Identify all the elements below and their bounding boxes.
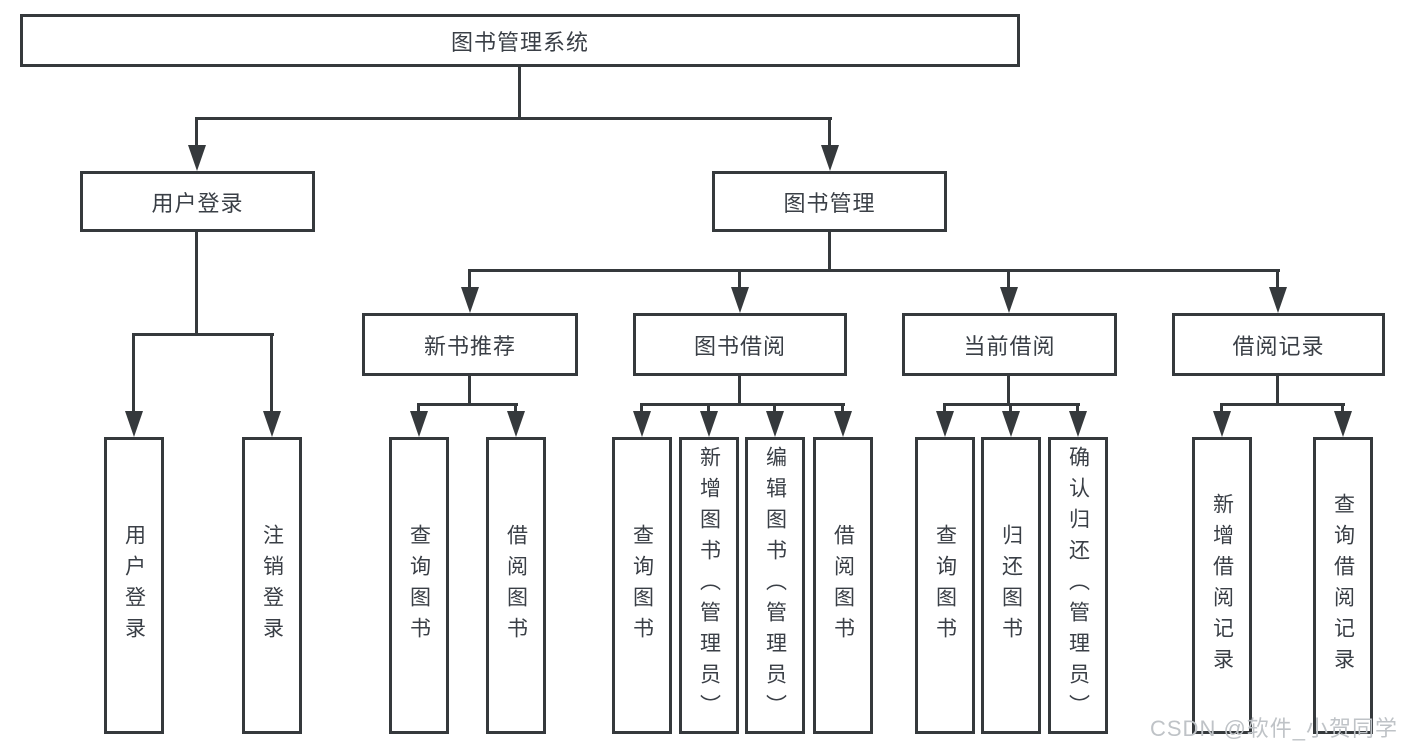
leaf-user-login: 用户登录: [104, 437, 164, 734]
leaf-cb-return-books: 归还图书: [981, 437, 1041, 734]
arrow-br-add: [1213, 411, 1231, 437]
connector-bookborrow-stem: [738, 376, 741, 406]
leaf-bb-query-books: 查询图书: [612, 437, 672, 734]
connector-userlogin-stem: [195, 232, 198, 336]
node-user-login-label: 用户登录: [151, 190, 244, 216]
connector-drop-cb-return: [1009, 403, 1012, 415]
arrow-br-query: [1334, 411, 1352, 437]
connector-drop-nbr-query: [417, 403, 420, 415]
leaf-cb-query-books: 查询图书: [915, 437, 975, 734]
leaf-nbr-query-books: 查询图书: [389, 437, 449, 734]
arrow-cb-confirm: [1069, 411, 1087, 437]
connector-drop-leaf-logout: [270, 333, 273, 412]
node-book-borrow: 图书借阅: [633, 313, 847, 376]
leaf-bb-edit-books-admin: 编辑图书（管理员）: [745, 437, 805, 734]
leaf-br-add-record-label: 新增借阅记录: [1210, 492, 1234, 679]
arrow-leaf-user-login: [125, 411, 143, 437]
connector-bookmgmt-stem: [828, 232, 831, 272]
arrow-nbr-query: [410, 411, 428, 437]
connector-drop-bb-query: [640, 403, 643, 415]
connector-drop-borrow-records: [1276, 269, 1279, 289]
connector-root-stem: [518, 67, 521, 120]
arrow-bb-query: [633, 411, 651, 437]
connector-drop-current-borrow: [1007, 269, 1010, 289]
node-current-borrow: 当前借阅: [902, 313, 1117, 376]
arrow-nbr-borrow: [507, 411, 525, 437]
node-book-management-label: 图书管理: [783, 190, 876, 216]
arrow-book-borrow: [731, 287, 749, 313]
leaf-bb-query-books-label: 查询图书: [630, 523, 654, 648]
connector-drop-leaf-user-login: [132, 333, 135, 412]
node-new-book-recommend-label: 新书推荐: [423, 333, 516, 359]
node-new-book-recommend: 新书推荐: [362, 313, 578, 376]
connector-drop-book-borrow: [738, 269, 741, 289]
connector-drop-cb-confirm: [1076, 403, 1079, 415]
node-library-system-label: 图书管理系统: [450, 29, 589, 55]
leaf-cb-return-books-label: 归还图书: [999, 523, 1023, 648]
connector-borrowrecords-bar: [1220, 403, 1345, 406]
connector-drop-bb-borrow: [841, 403, 844, 415]
connector-drop-bb-add: [707, 403, 710, 415]
connector-root-bar: [195, 117, 832, 120]
connector-borrowrecords-stem: [1276, 376, 1279, 406]
arrow-cb-query: [936, 411, 954, 437]
connector-drop-user-login: [195, 117, 198, 147]
connector-drop-bb-edit: [773, 403, 776, 415]
leaf-logout-label: 注销登录: [260, 523, 284, 648]
leaf-br-query-record-label: 查询借阅记录: [1331, 492, 1355, 679]
arrow-bb-borrow: [834, 411, 852, 437]
connector-drop-nbr-borrow: [514, 403, 517, 415]
connector-currentborrow-stem: [1007, 376, 1010, 406]
leaf-bb-edit-books-admin-label: 编辑图书（管理员）: [763, 446, 787, 725]
connector-newbook-stem: [468, 376, 471, 406]
node-current-borrow-label: 当前借阅: [963, 333, 1056, 359]
leaf-br-add-record: 新增借阅记录: [1192, 437, 1252, 734]
arrow-new-book: [461, 287, 479, 313]
connector-drop-cb-query: [943, 403, 946, 415]
arrow-bb-add: [700, 411, 718, 437]
leaf-user-login-label: 用户登录: [122, 523, 146, 648]
leaf-nbr-borrow-books-label: 借阅图书: [504, 523, 528, 648]
leaf-logout: 注销登录: [242, 437, 302, 734]
node-borrow-records-label: 借阅记录: [1232, 333, 1325, 359]
node-book-borrow-label: 图书借阅: [693, 333, 786, 359]
connector-drop-br-query: [1341, 403, 1344, 415]
arrow-book-management: [821, 145, 839, 171]
arrow-current-borrow: [1000, 287, 1018, 313]
arrow-user-login: [188, 145, 206, 171]
leaf-bb-add-books-admin: 新增图书（管理员）: [679, 437, 739, 734]
leaf-bb-borrow-books-label: 借阅图书: [831, 523, 855, 648]
arrow-borrow-records: [1269, 287, 1287, 313]
leaf-br-query-record: 查询借阅记录: [1313, 437, 1373, 734]
leaf-cb-confirm-return-admin: 确认归还（管理员）: [1048, 437, 1108, 734]
connector-userlogin-bar: [132, 333, 274, 336]
connector-drop-new-book: [468, 269, 471, 289]
connector-bookmgmt-bar: [468, 269, 1280, 272]
node-library-system: 图书管理系统: [20, 14, 1020, 67]
connector-bookborrow-bar: [640, 403, 845, 406]
leaf-cb-confirm-return-admin-label: 确认归还（管理员）: [1066, 446, 1090, 725]
arrow-cb-return: [1002, 411, 1020, 437]
leaf-nbr-query-books-label: 查询图书: [407, 523, 431, 648]
node-borrow-records: 借阅记录: [1172, 313, 1385, 376]
arrow-leaf-logout: [263, 411, 281, 437]
leaf-bb-add-books-admin-label: 新增图书（管理员）: [697, 446, 721, 725]
csdn-watermark: CSDN @软件_小贺同学: [1150, 716, 1399, 741]
node-user-login: 用户登录: [80, 171, 315, 232]
leaf-bb-borrow-books: 借阅图书: [813, 437, 873, 734]
node-book-management: 图书管理: [712, 171, 947, 232]
leaf-nbr-borrow-books: 借阅图书: [486, 437, 546, 734]
connector-drop-book-management: [828, 117, 831, 147]
connector-drop-br-add: [1220, 403, 1223, 415]
connector-newbook-bar: [417, 403, 518, 406]
arrow-bb-edit: [766, 411, 784, 437]
leaf-cb-query-books-label: 查询图书: [933, 523, 957, 648]
